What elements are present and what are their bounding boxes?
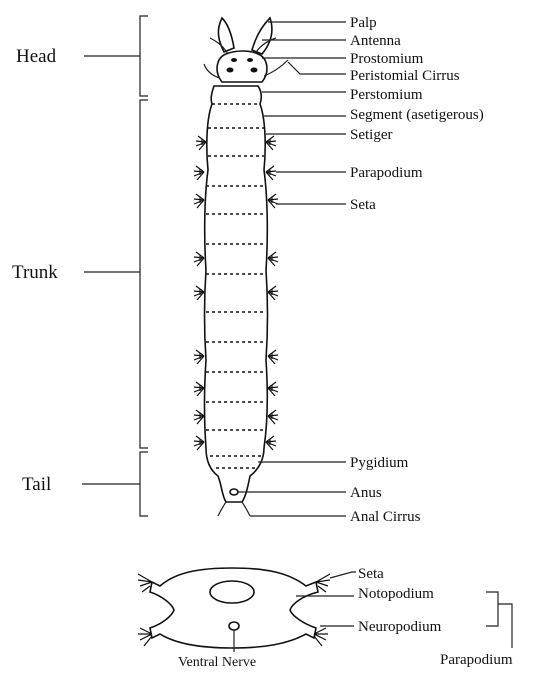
cs-label-neuropodium: Neuropodium (358, 619, 442, 635)
region-brackets (82, 16, 148, 516)
cs-label-seta: Seta (358, 566, 384, 582)
trunk-label: Trunk (12, 262, 58, 283)
label-segment: Segment (asetigerous) (350, 107, 484, 123)
palp-left (218, 18, 234, 52)
cs-label-notopodium: Notopodium (358, 586, 434, 602)
gut (210, 581, 254, 603)
trunk-outline (205, 86, 268, 502)
eye (251, 68, 258, 73)
anal-cirrus-right (242, 502, 250, 516)
eye (227, 68, 234, 73)
label-seta: Seta (350, 197, 376, 213)
label-anus: Anus (350, 485, 382, 501)
label-prostomium: Prostomium (350, 51, 424, 67)
eye (231, 58, 237, 62)
palp-right (252, 18, 272, 54)
prostomium (217, 51, 267, 82)
ventral-nerve (229, 622, 239, 630)
label-pygidium: Pygidium (350, 455, 409, 471)
anus (230, 489, 238, 495)
label-antenna: Antenna (350, 33, 401, 49)
tail-label: Tail (22, 474, 51, 495)
head-label: Head (16, 46, 57, 67)
cs-label-parapodium: Parapodium (440, 652, 513, 668)
eye (247, 58, 253, 62)
label-anal-cirrus: Anal Cirrus (350, 509, 421, 525)
cs-label-ventral-nerve: Ventral Nerve (178, 655, 256, 670)
label-palp: Palp (350, 15, 377, 31)
label-peristomial-cirrus: Peristomial Cirrus (350, 68, 460, 84)
label-parapodium: Parapodium (350, 165, 423, 181)
label-perstomium: Perstomium (350, 87, 423, 103)
label-setiger: Setiger (350, 127, 393, 143)
anal-cirrus-left (218, 502, 226, 516)
